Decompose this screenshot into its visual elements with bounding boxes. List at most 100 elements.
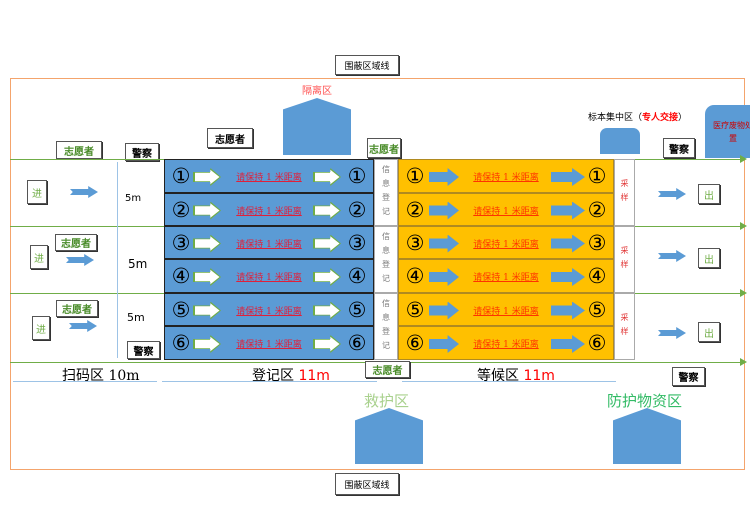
lane-number: ② bbox=[171, 197, 191, 222]
arrow-right-icon bbox=[429, 335, 459, 353]
distance-hint: 请保持 1 米距离 bbox=[473, 206, 539, 217]
arrow-right-icon bbox=[193, 301, 221, 320]
lane-number: ③ bbox=[171, 230, 191, 255]
specimen-label: 标本集中区（专人交接） bbox=[588, 113, 688, 123]
supplies-zone-label: 防护物资区 bbox=[607, 392, 683, 410]
width-label: 5m bbox=[125, 193, 142, 204]
lane-number: ① bbox=[347, 164, 367, 188]
arrow-right-icon bbox=[429, 168, 459, 186]
lane-number: ⑥ bbox=[587, 331, 607, 355]
exit-sign: 出 bbox=[698, 248, 720, 268]
arrow-right-icon bbox=[658, 327, 686, 339]
waiting-lane: ③ 请保持 1 米距离 ③ bbox=[398, 226, 614, 259]
arrow-right-icon bbox=[193, 201, 221, 220]
sampling-station: 采样 bbox=[614, 293, 635, 360]
police-badge: 警察 bbox=[127, 341, 160, 359]
registration-lane: ⑤ 请保持 1 米距离 ⑤ bbox=[164, 293, 374, 326]
lane-number: ② bbox=[405, 197, 425, 222]
volunteer-badge: 志愿者 bbox=[56, 300, 98, 317]
dimension-line bbox=[117, 162, 118, 358]
exit-sign: 出 bbox=[698, 322, 720, 342]
arrow-right-icon bbox=[551, 268, 585, 286]
waiting-lane: ⑥ 请保持 1 米距离 ⑥ bbox=[398, 326, 614, 360]
distance-hint: 请保持 1 米距离 bbox=[473, 173, 539, 183]
arrow-right-icon bbox=[313, 335, 341, 353]
dimension-line bbox=[402, 381, 616, 382]
arrow-right-icon bbox=[429, 201, 459, 220]
distance-hint: 请保持 1 米距离 bbox=[473, 273, 539, 283]
arrow-right-icon bbox=[193, 168, 221, 186]
lane-number: ③ bbox=[405, 230, 425, 255]
lane-number: ③ bbox=[587, 230, 607, 255]
arrow-right-icon bbox=[313, 268, 341, 286]
enter-sign: 进 bbox=[30, 245, 48, 269]
registration-lane: ④ 请保持 1 米距离 ④ bbox=[164, 259, 374, 293]
lane-number: ④ bbox=[587, 264, 607, 288]
isolation-building-icon bbox=[283, 98, 351, 155]
lane-number: ① bbox=[405, 164, 425, 188]
lane-number: ⑤ bbox=[405, 297, 425, 322]
distance-hint: 请保持 1 米距离 bbox=[473, 340, 539, 350]
lane-number: ① bbox=[587, 164, 607, 188]
lane-number: ⑤ bbox=[171, 297, 191, 322]
dimension-line bbox=[162, 381, 377, 382]
boundary-rect bbox=[10, 78, 745, 470]
distance-hint: 请保持 1 米距离 bbox=[236, 239, 302, 250]
boundary-label-top: 围蔽区域线 bbox=[335, 55, 399, 75]
arrow-right-icon bbox=[70, 186, 98, 198]
waiting-lane: ② 请保持 1 米距离 ② bbox=[398, 193, 614, 226]
scan-zone-label: 扫码区 10m bbox=[62, 368, 140, 384]
volunteer-badge: 志愿者 bbox=[367, 138, 401, 158]
lane-number: ⑥ bbox=[171, 331, 191, 355]
lane-number: ② bbox=[587, 197, 607, 222]
distance-hint: 请保持 1 米距离 bbox=[473, 306, 539, 317]
registration-zone-label: 登记区 11m bbox=[252, 368, 330, 384]
arrow-right-icon bbox=[66, 254, 94, 266]
police-badge: 警察 bbox=[125, 143, 159, 161]
distance-hint: 请保持 1 米距离 bbox=[236, 306, 302, 317]
rescue-zone-label: 救护区 bbox=[364, 392, 410, 410]
registration-lane: ③ 请保持 1 米距离 ③ bbox=[164, 226, 374, 259]
info-registration-desk: 信息登记 bbox=[374, 159, 398, 226]
width-label: 5m bbox=[127, 311, 145, 324]
arrow-right-icon bbox=[551, 168, 585, 186]
lane-number: ⑤ bbox=[587, 297, 607, 322]
waiting-lane: ⑤ 请保持 1 米距离 ⑤ bbox=[398, 293, 614, 326]
lane-number: ⑥ bbox=[347, 331, 367, 355]
distance-hint: 请保持 1 米距离 bbox=[236, 340, 302, 350]
volunteer-badge: 志愿者 bbox=[56, 141, 102, 159]
police-badge: 警察 bbox=[672, 367, 705, 386]
volunteer-badge: 志愿者 bbox=[55, 234, 97, 251]
registration-lane: ① 请保持 1 米距离 ① bbox=[164, 159, 374, 193]
waiting-lane: ④ 请保持 1 米距离 ④ bbox=[398, 259, 614, 293]
arrow-right-icon bbox=[193, 335, 221, 353]
arrow-right-icon bbox=[551, 201, 585, 220]
medical-waste-building: 医疗废物处置 bbox=[705, 105, 750, 158]
police-badge: 警察 bbox=[663, 138, 695, 158]
lane-number: ⑤ bbox=[347, 297, 367, 322]
registration-lane: ⑥ 请保持 1 米距离 ⑥ bbox=[164, 326, 374, 360]
boundary-label-bottom: 围蔽区域线 bbox=[335, 473, 399, 495]
specimen-building-icon bbox=[600, 128, 640, 154]
distance-hint: 请保持 1 米距离 bbox=[473, 239, 539, 250]
distance-hint: 请保持 1 米距离 bbox=[236, 173, 302, 183]
arrow-right-icon bbox=[551, 234, 585, 253]
arrow-right-icon bbox=[193, 268, 221, 286]
sampling-station: 采样 bbox=[614, 159, 635, 226]
lane-number: ④ bbox=[171, 264, 191, 288]
arrow-right-icon bbox=[658, 188, 686, 200]
exit-sign: 出 bbox=[698, 184, 720, 204]
arrow-right-icon bbox=[313, 234, 341, 253]
info-registration-desk: 信息登记 bbox=[374, 293, 398, 360]
arrow-right-icon bbox=[551, 301, 585, 320]
lane-number: ③ bbox=[347, 230, 367, 255]
lane-number: ② bbox=[347, 197, 367, 222]
arrow-right-icon bbox=[313, 301, 341, 320]
lane-number: ④ bbox=[405, 264, 425, 288]
volunteer-badge: 志愿者 bbox=[207, 128, 253, 148]
dimension-line bbox=[13, 381, 157, 382]
volunteer-badge: 志愿者 bbox=[365, 361, 410, 378]
sampling-station: 采样 bbox=[614, 226, 635, 293]
width-label: 5m bbox=[128, 257, 148, 271]
rescue-building-icon bbox=[355, 408, 423, 464]
